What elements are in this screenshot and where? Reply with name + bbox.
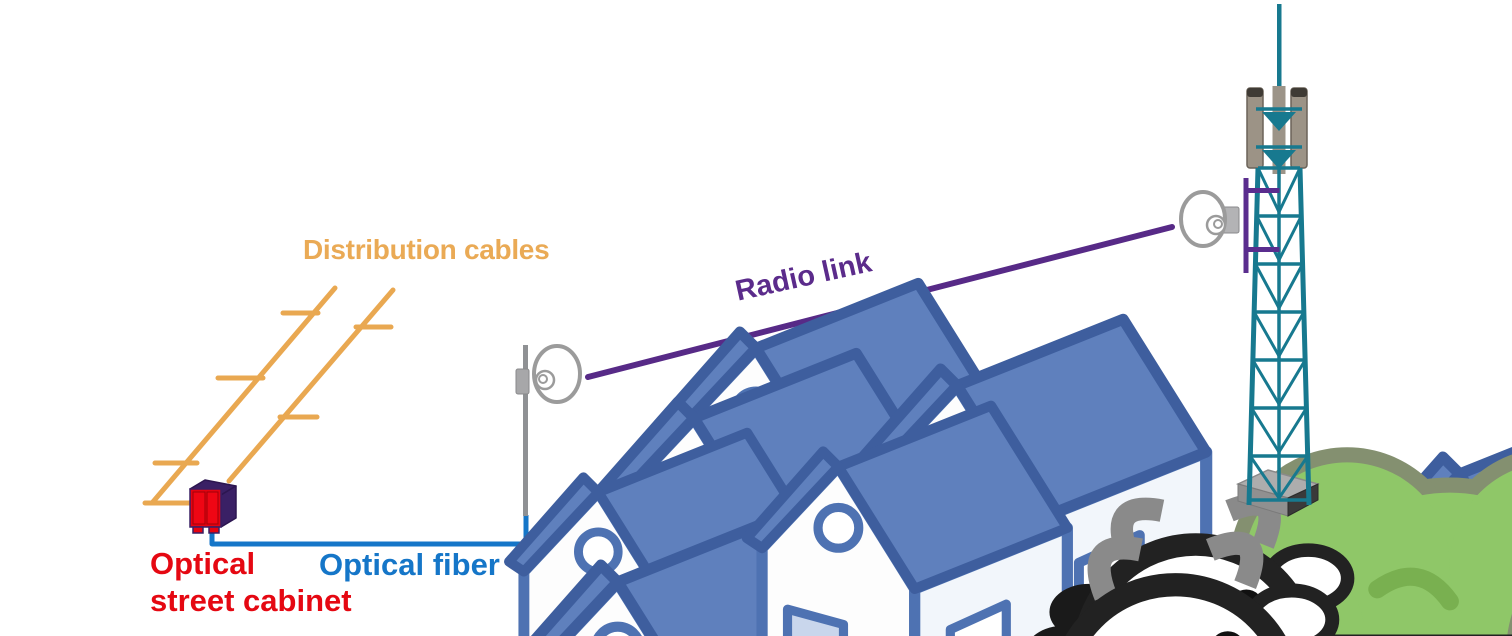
radio-tower-icon — [1179, 4, 1321, 517]
distribution-cables-label: Distribution cables — [303, 234, 550, 265]
distribution-cables-lines — [142, 285, 396, 506]
panel-antenna-icon — [1290, 87, 1308, 169]
distribution-cable-trunk-a — [149, 285, 338, 506]
antenna-pole — [523, 345, 528, 516]
optical-fiber-label: Optical fiber — [319, 547, 500, 582]
mast-crossarms — [1256, 107, 1302, 169]
tower-dish-antenna-icon — [1179, 178, 1280, 273]
tower-lattice — [1246, 166, 1312, 506]
pole-dish-antenna-icon — [515, 344, 582, 516]
distribution-cable-trunk-b — [226, 287, 396, 484]
optical-street-cabinet-label-line1: Optical — [150, 546, 256, 581]
tower-spike — [1277, 4, 1282, 88]
optical-street-cabinet-label: Optical street cabinet — [150, 545, 352, 619]
optical-street-cabinet-label-line2: street cabinet — [150, 583, 352, 618]
optical-fiber-line — [209, 515, 529, 547]
optical-street-cabinet-icon — [189, 479, 237, 534]
panel-antenna-icon — [1246, 87, 1264, 169]
